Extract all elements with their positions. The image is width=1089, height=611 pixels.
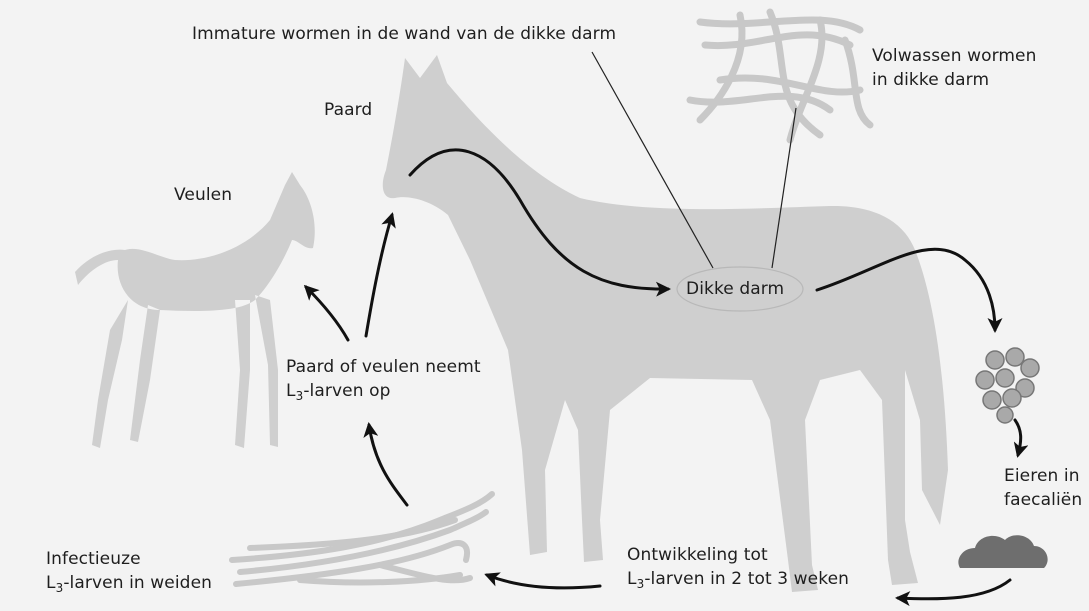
label-intake-sub: 3 bbox=[296, 389, 304, 403]
label-horse-text: Paard bbox=[324, 100, 372, 120]
eggs-illustration bbox=[976, 348, 1039, 423]
label-development-line2: L3-larven in 2 tot 3 weken bbox=[627, 567, 849, 592]
label-development: Ontwikkeling tot L3-larven in 2 tot 3 we… bbox=[627, 543, 849, 592]
arrow-larvae-to-intake bbox=[369, 425, 407, 505]
label-immature-worms: Immature wormen in de wand van de dikke … bbox=[192, 22, 616, 46]
label-eggs-line2: faecaliën bbox=[1004, 488, 1082, 512]
label-adult-worms: Volwassen wormen in dikke darm bbox=[872, 44, 1037, 92]
arrow-intake-to-foal bbox=[306, 287, 348, 340]
label-intake-line2: L3-larven op bbox=[286, 379, 481, 404]
label-immature-text: Immature wormen in de wand van de dikke … bbox=[192, 24, 616, 44]
label-infective-l: L bbox=[46, 573, 56, 593]
label-intake: Paard of veulen neemt L3-larven op bbox=[286, 355, 481, 404]
label-development-l: L bbox=[627, 569, 637, 589]
label-eggs-line1: Eieren in bbox=[1004, 464, 1082, 488]
label-infective-line1: Infectieuze bbox=[46, 547, 212, 571]
arrow-development-to-larvae bbox=[487, 575, 600, 588]
label-development-line1: Ontwikkeling tot bbox=[627, 543, 849, 567]
label-infective-line2: L3-larven in weiden bbox=[46, 571, 212, 596]
label-infective-larvae: Infectieuze L3-larven in weiden bbox=[46, 547, 212, 596]
label-adult-line2: in dikke darm bbox=[872, 68, 1037, 92]
label-colon-text: Dikke darm bbox=[686, 279, 784, 299]
label-intake-l: L bbox=[286, 381, 296, 401]
label-intake-line1: Paard of veulen neemt bbox=[286, 355, 481, 379]
foal-silhouette bbox=[75, 172, 315, 448]
label-intake-suffix: -larven op bbox=[303, 381, 390, 401]
feces-illustration bbox=[958, 535, 1047, 568]
label-infective-sub: 3 bbox=[56, 581, 64, 595]
arrow-eggs-to-feces bbox=[1015, 420, 1021, 455]
label-eggs: Eieren in faecaliën bbox=[1004, 464, 1082, 512]
label-adult-line1: Volwassen wormen bbox=[872, 44, 1037, 68]
label-horse: Paard bbox=[324, 98, 372, 122]
arrow-intake-to-horse bbox=[366, 215, 392, 336]
adult-worms-illustration bbox=[690, 12, 870, 140]
label-infective-suffix: -larven in weiden bbox=[63, 573, 212, 593]
label-foal: Veulen bbox=[174, 183, 232, 207]
label-development-suffix: -larven in 2 tot 3 weken bbox=[644, 569, 849, 589]
label-colon: Dikke darm bbox=[686, 277, 784, 301]
label-development-sub: 3 bbox=[637, 577, 645, 591]
label-foal-text: Veulen bbox=[174, 185, 232, 205]
larvae-illustration bbox=[232, 494, 492, 584]
